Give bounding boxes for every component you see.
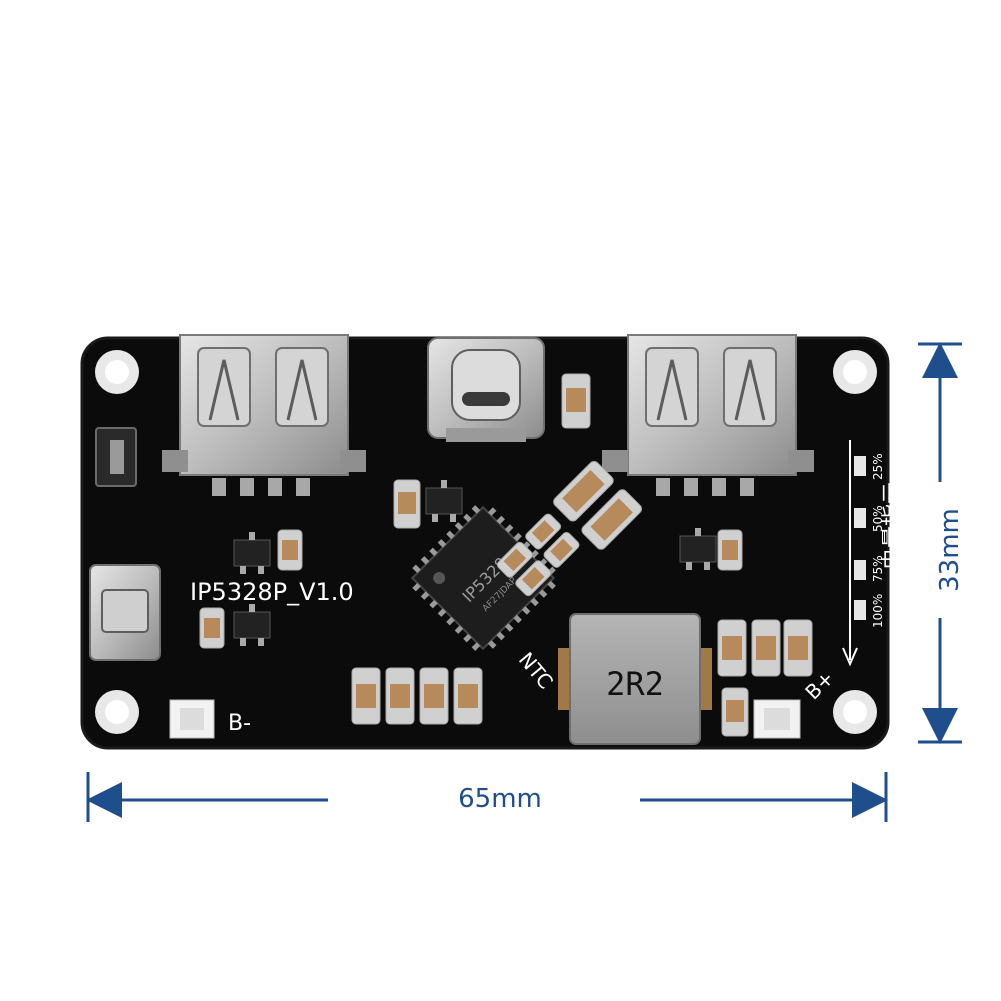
capacitor (393, 479, 421, 529)
usb-c-port (427, 337, 545, 442)
level-50-label: 50% (871, 505, 885, 532)
status-led (854, 456, 866, 476)
level-100-label: 100% (871, 594, 885, 628)
capacitor-group (496, 460, 642, 597)
width-dimension (86, 772, 888, 822)
height-dimension-label: 33mm (935, 508, 965, 592)
micro-usb-port (89, 564, 161, 661)
level-arrow (842, 440, 858, 667)
level-25-label: 25% (871, 453, 885, 480)
battery-pad-positive (753, 699, 801, 739)
usb-a-port (602, 334, 814, 496)
battery-negative-label: B- (228, 711, 251, 736)
transistor (233, 604, 271, 646)
status-led (854, 508, 866, 528)
capacitor (277, 529, 303, 571)
mounting-hole (95, 350, 139, 394)
status-led (854, 600, 866, 620)
capacitor (561, 373, 591, 429)
battery-pad-negative (169, 699, 215, 739)
level-indicator-label: 电量指示 (881, 482, 906, 570)
mounting-hole (833, 350, 877, 394)
board-name: IP5328P_V1.0 (190, 578, 354, 606)
width-dimension-label: 65mm (458, 784, 542, 814)
capacitor-array (717, 619, 813, 737)
capacitor-array (351, 667, 483, 725)
side-switch (95, 427, 137, 487)
transistor (425, 480, 463, 522)
height-dimension (918, 342, 962, 744)
capacitor (717, 529, 743, 571)
inductor-value: 2R2 (606, 665, 664, 703)
status-led (854, 560, 866, 580)
usb-a-port (162, 334, 366, 496)
mounting-hole (95, 690, 139, 734)
level-75-label: 75% (871, 555, 885, 582)
transistor (233, 532, 271, 574)
mounting-hole (833, 690, 877, 734)
capacitor (199, 607, 225, 649)
transistor (679, 528, 717, 570)
inductor: 2R2 (558, 613, 712, 745)
